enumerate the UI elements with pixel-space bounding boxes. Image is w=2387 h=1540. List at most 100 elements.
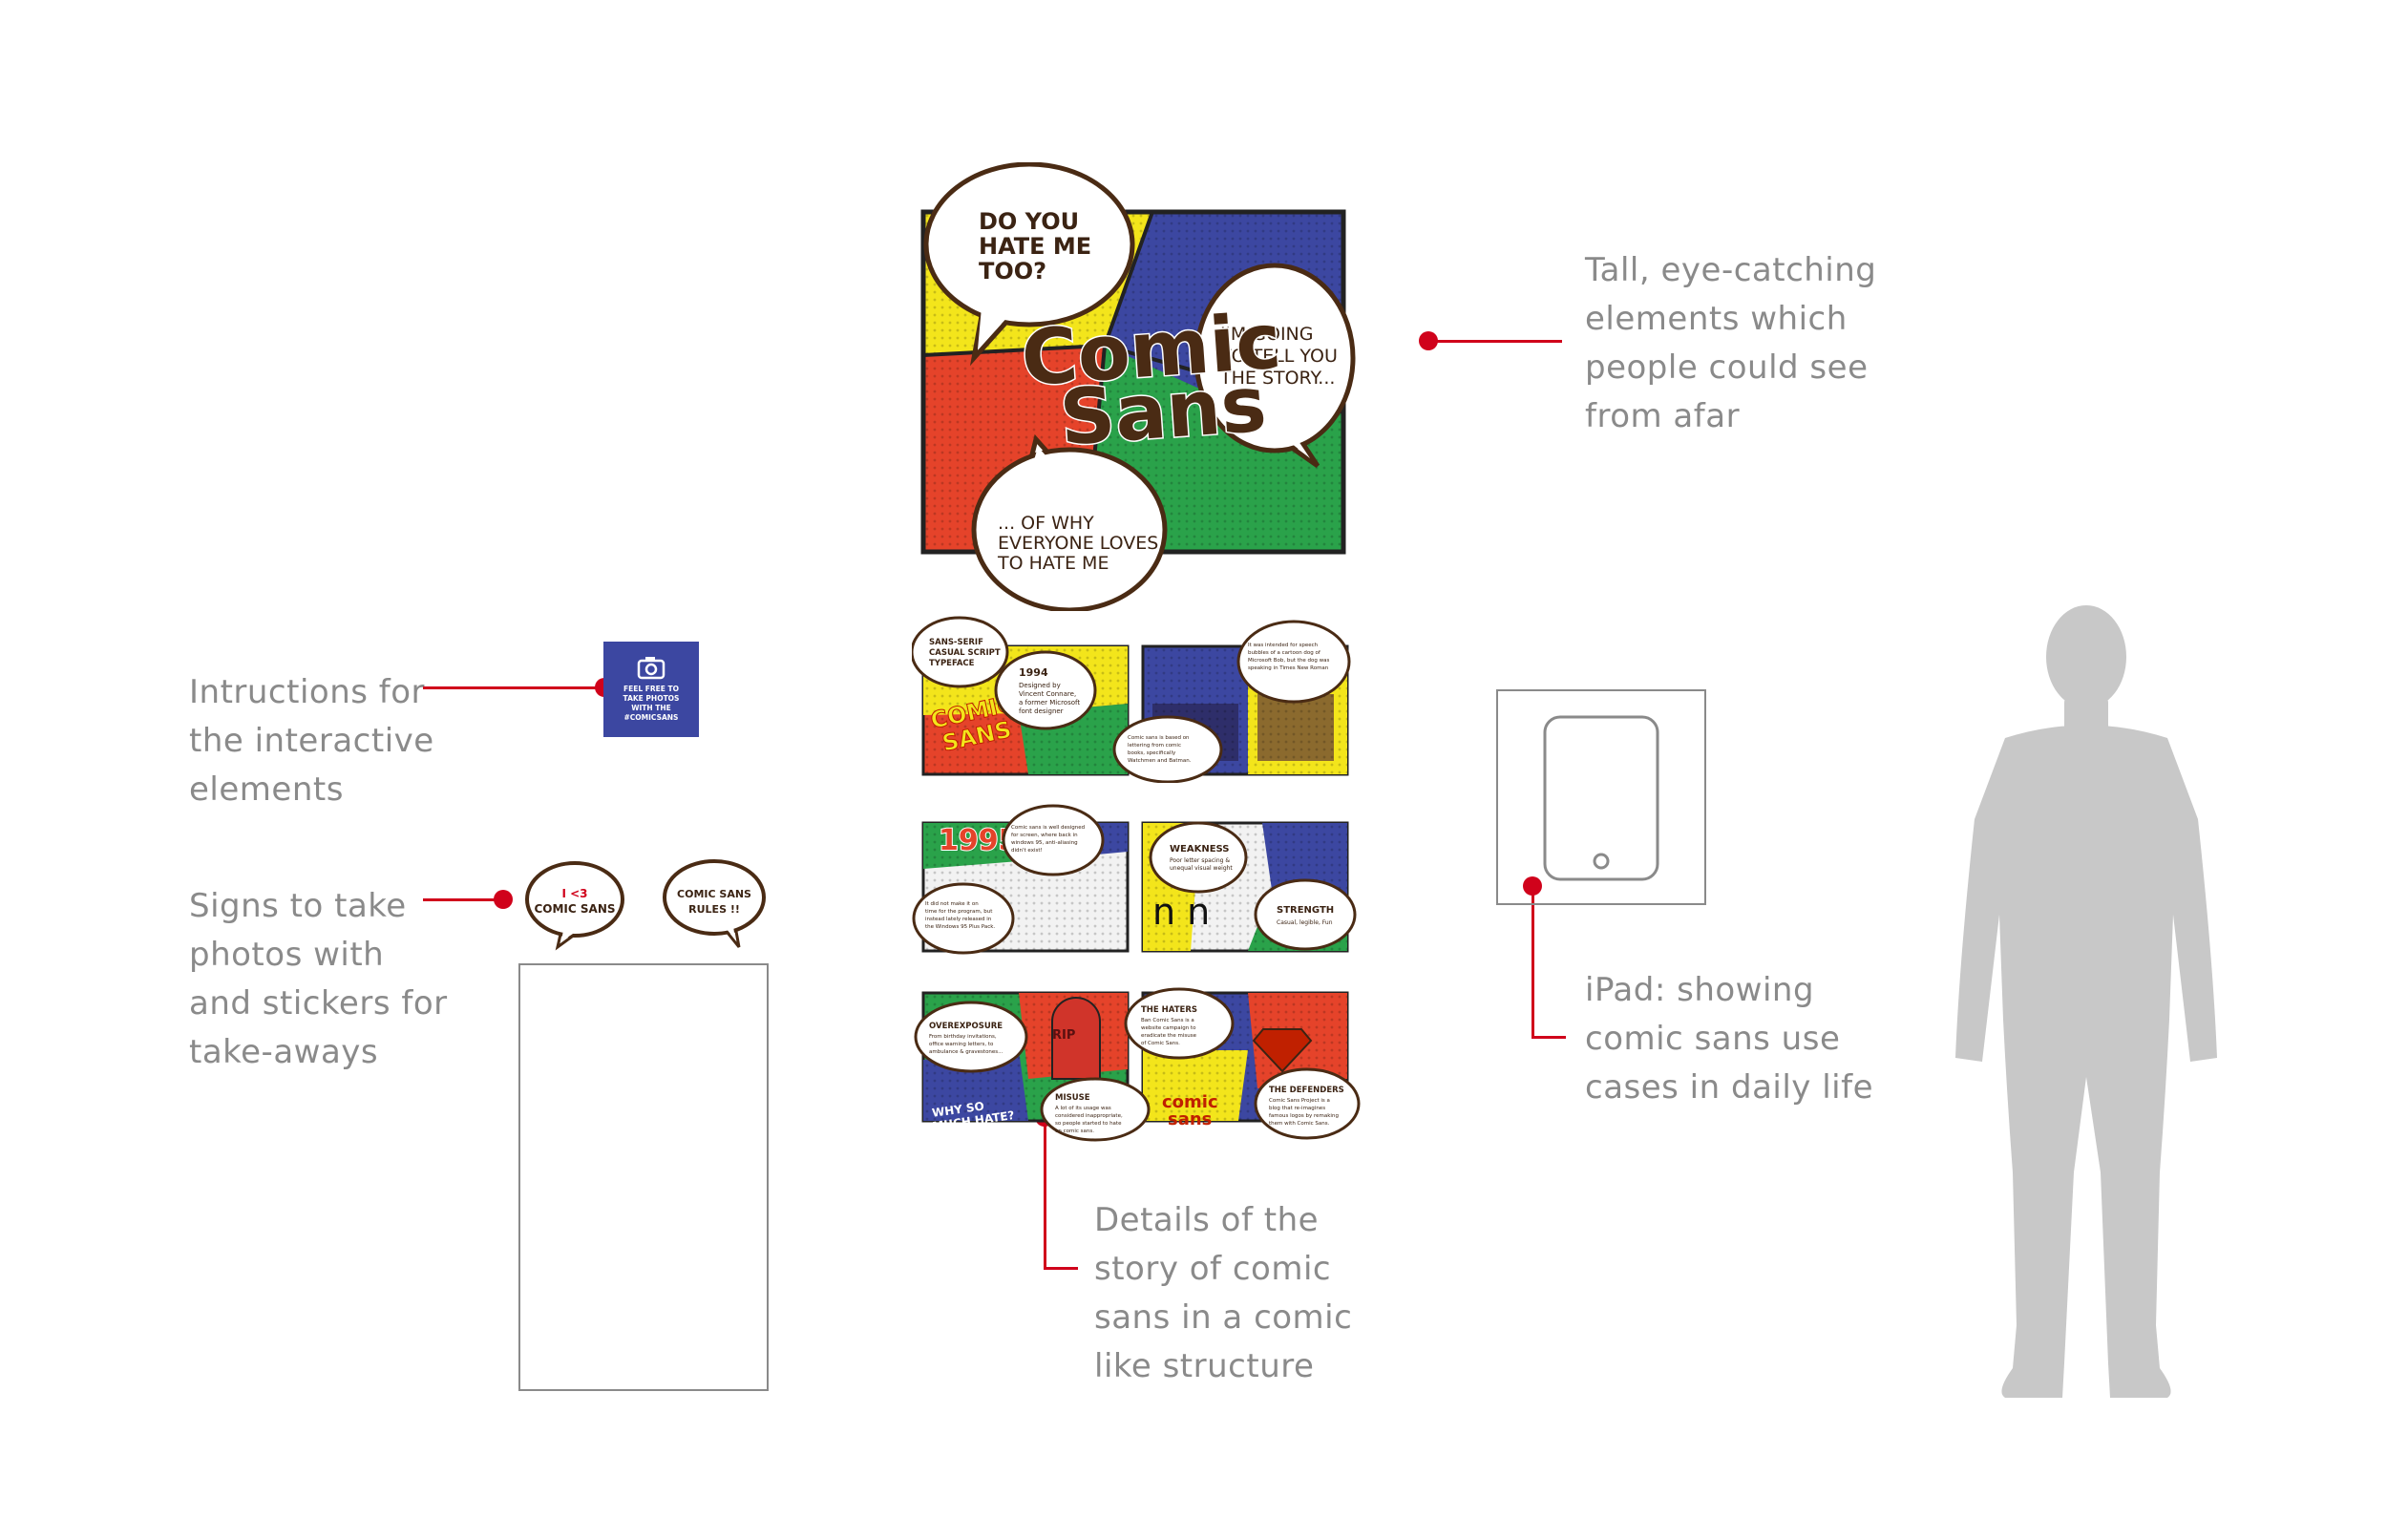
bubble-right-line: TO TELL YOU — [1219, 346, 1338, 367]
camera-icon — [637, 657, 665, 680]
strip1-bubble-d-line: lettering from comic — [1128, 743, 1181, 749]
speech-bubble — [1002, 804, 1105, 876]
speech-bubble — [1124, 987, 1235, 1060]
bubble-top-line: DO YOU — [979, 208, 1079, 235]
annotation-line: Intructions for — [189, 673, 426, 711]
strip1-bubble-b-line: a former Microsoft — [1019, 699, 1080, 707]
speech-bubble — [1254, 1067, 1361, 1140]
strip3-logo-line: sans — [1168, 1109, 1212, 1129]
strip1-bubble-a-line: TYPEFACE — [929, 659, 975, 668]
annotation-line: the interactive — [189, 722, 434, 760]
strip3-haters-line: Ban Comic Sans is a — [1141, 1018, 1194, 1023]
strip3-overexposure-line: ambulance & gravestones... — [929, 1049, 1003, 1055]
strip3-misuse-line: considered inappropriate, — [1055, 1113, 1123, 1119]
strip2-bubble-a-line: Comic sans is well designed — [1011, 825, 1085, 831]
bubble-top-line: HATE ME — [979, 233, 1091, 260]
person-silhouette-icon — [1955, 605, 2217, 1398]
leader-dot-tall — [1419, 331, 1438, 350]
strip1-bubble-d-line: Comic sans is based on — [1128, 735, 1190, 741]
strip2-letters: n n — [1152, 891, 1210, 933]
strip1-bubble-d-line: books, specifically — [1128, 750, 1176, 756]
annotation-line: from afar — [1585, 397, 1741, 435]
strip3-defenders-line: blog that re-imagines — [1269, 1106, 1325, 1111]
strip1-bubble-b-line: Vincent Connare, — [1019, 690, 1076, 698]
strip3-haters-line: eradicate the misuse — [1141, 1033, 1197, 1039]
strip2-bubble-a-line: didn't exist! — [1011, 848, 1043, 854]
poster-title-line2: Sans — [1057, 360, 1269, 463]
sign-comic-sans-rules: COMIC SANS RULES !! — [663, 859, 766, 948]
speech-bubble — [912, 882, 1015, 955]
strip3-misuse-line: so people started to hate — [1055, 1121, 1122, 1127]
sign-left-line: I <3 — [561, 887, 587, 900]
annotation-line: Tall, eye-catching — [1585, 251, 1877, 289]
sign-left-line: COMIC SANS — [534, 902, 615, 916]
instruction-card-line: WITH THE — [631, 704, 671, 712]
leader-dot-ipad — [1523, 876, 1542, 896]
instruction-card-line: FEEL FREE TO — [623, 685, 679, 693]
annotation-signs: Signs to take photos with and stickers f… — [189, 882, 448, 1077]
annotation-line: people could see — [1585, 348, 1869, 387]
bubble-right-line: I'M GOING — [1220, 324, 1313, 345]
speech-bubble — [994, 650, 1097, 730]
strip2-strength-title: STRENGTH — [1277, 905, 1334, 916]
strip3-rip: RIP — [1052, 1028, 1075, 1043]
strip2-bubble-b-line: It did not make it on — [925, 901, 979, 907]
annotation-line: cases in daily life — [1585, 1068, 1874, 1107]
leader-line-details-h — [1044, 1267, 1078, 1270]
strip3-overexposure-line: office warning letters, to — [929, 1042, 994, 1047]
strip2-weakness-line: unequal visual weight — [1170, 865, 1233, 872]
annotation-line: Details of the — [1094, 1201, 1320, 1239]
poster-title-line1: Comic — [1019, 297, 1284, 404]
strip2-bubble-b-line: time for the program, but — [925, 909, 993, 915]
strip1-bubble-b-line: Designed by — [1019, 682, 1061, 689]
comic-strip-1: COMIC SANS SANS-SERIF CASUAL SCRIPT TYPE… — [912, 616, 1351, 783]
strip3-haters-line: of Comic Sans. — [1141, 1041, 1180, 1046]
strip3-overexposure-title: OVEREXPOSURE — [929, 1022, 1003, 1031]
comic-strip-2: 1995 Comic sans is well designed for scr… — [912, 804, 1357, 955]
strip3-defenders-title: THE DEFENDERS — [1269, 1086, 1344, 1095]
sign-i-love-comic-sans: I <3 COMIC SANS — [525, 861, 624, 951]
speech-bubble — [1112, 715, 1223, 783]
strip3-overexposure-line: From birthday invitations, — [929, 1034, 997, 1040]
strip3-misuse-line: A lot of its usage was — [1055, 1106, 1111, 1111]
instruction-card: FEEL FREE TO TAKE PHOTOS WITH THE #COMIC… — [603, 642, 699, 737]
annotation-line: take-aways — [189, 1033, 379, 1071]
strip1-bubble-d-line: Watchmen and Batman. — [1128, 758, 1192, 764]
strip1-bubble-a-line: SANS-SERIF — [929, 638, 983, 647]
leader-dot-signs — [494, 890, 513, 909]
strip1-bubble-c-line: speaking in Times New Roman — [1248, 665, 1329, 671]
strip2-bubble-b-line: the Windows 95 Plus Pack. — [925, 924, 995, 930]
strip2-weakness-title: WEAKNESS — [1170, 844, 1230, 854]
photo-stand-panel — [518, 963, 769, 1391]
strip3-defenders-line: Comic Sans Project is a — [1269, 1098, 1330, 1104]
sign-right-line: RULES !! — [688, 903, 740, 916]
annotation-line: sans in a comic — [1094, 1298, 1353, 1337]
leader-line-details-v — [1044, 1117, 1046, 1270]
annotation-line: like structure — [1094, 1347, 1315, 1385]
strip3-logo-line: comic — [1162, 1092, 1218, 1112]
leader-line-instructions — [423, 686, 604, 689]
leader-line-ipad-h — [1531, 1036, 1566, 1039]
strip1-bubble-c-line: bubbles of a cartoon dog of — [1248, 650, 1321, 656]
instruction-card-line: #COMICSANS — [624, 713, 679, 722]
annotation-ipad: iPad: showing comic sans use cases in da… — [1585, 966, 1873, 1112]
leader-line-ipad-v — [1531, 886, 1534, 1039]
bubble-bottom-line: TO HATE ME — [997, 553, 1109, 574]
strip3-defenders-line: famous logos by remaking — [1269, 1113, 1339, 1119]
annotation-line: elements which — [1585, 300, 1848, 338]
comic-strip-3: RIP WHY SO MUCH HATE? OVEREXPOSURE From … — [914, 987, 1361, 1142]
strip2-bubble-b-line: instead lately released in — [925, 917, 992, 922]
strip2-strength: Casual, legible, Fun — [1277, 919, 1333, 926]
strip2-bubble-a-line: for screen, where back in — [1011, 833, 1078, 838]
speech-bubble-top — [923, 162, 1135, 367]
strip3-haters-line: website campaign to — [1141, 1025, 1196, 1031]
annotation-instructions: Intructions for the interactive elements — [189, 668, 434, 814]
annotation-tall-elements: Tall, eye-catching elements which people… — [1585, 246, 1876, 441]
strip1-bubble-c-line: Microsoft Bob, but the dog was — [1248, 658, 1330, 664]
ipad-icon — [1543, 715, 1659, 881]
strip1-bubble-a-line: CASUAL SCRIPT — [929, 648, 1001, 658]
annotation-line: and stickers for — [189, 984, 448, 1023]
superman-shield-icon — [1252, 1028, 1313, 1073]
speech-bubble — [1040, 1077, 1151, 1142]
speech-bubble — [1254, 878, 1357, 951]
